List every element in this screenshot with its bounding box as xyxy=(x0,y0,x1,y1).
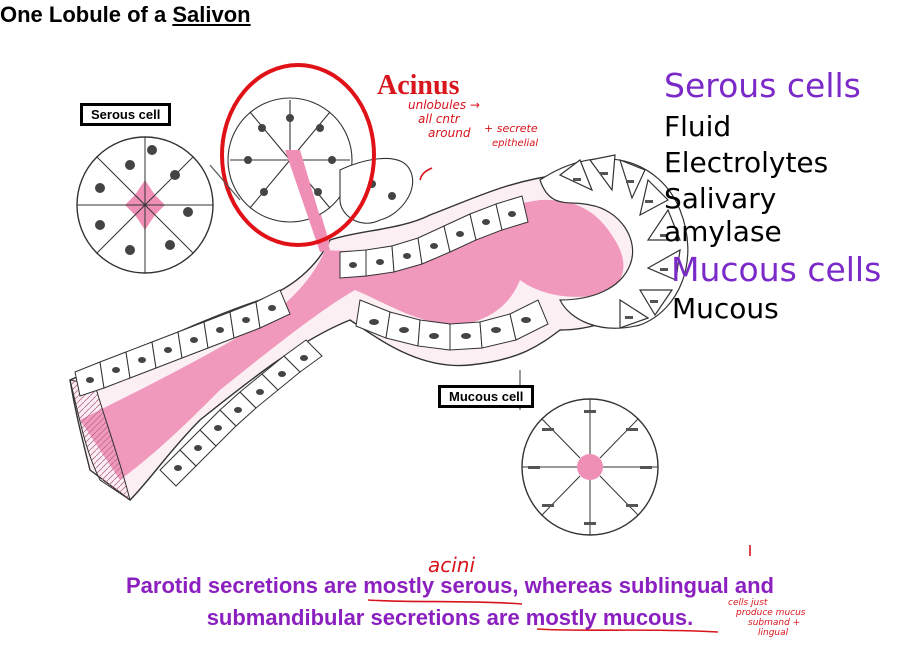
acinus-handnote-2: all cntr xyxy=(418,112,460,126)
bottom-line-1: Parotid secretions are mostly serous, wh… xyxy=(0,573,900,599)
serous-item-amylase: Salivary amylase xyxy=(664,182,900,248)
serous-heading: Serous cells xyxy=(664,66,861,105)
mucous-handnote-4: lingual xyxy=(758,628,788,638)
mucous-heading: Mucous cells xyxy=(671,250,881,289)
mucous-item: Mucous xyxy=(672,292,779,325)
serous-item-fluid: Fluid xyxy=(664,110,731,143)
mucous-handnote-3: submand + xyxy=(748,618,800,628)
acinus-handnote-1: unlobules → xyxy=(408,98,480,112)
serous-item-electrolytes: Electrolytes xyxy=(664,146,828,179)
mucous-cell-label: Mucous cell xyxy=(438,385,534,408)
mucous-handnote-2: produce mucus xyxy=(736,608,806,618)
mucous-cell-crosssection xyxy=(522,399,658,535)
serous-cell-crosssection xyxy=(77,137,213,273)
acinus-handnote-3: around xyxy=(428,126,470,140)
mucous-handnote-1: cells just xyxy=(728,598,767,608)
serous-cell-label: Serous cell xyxy=(80,103,171,126)
page-title: One Lobule of a Salivon xyxy=(0,2,251,28)
acinus-handnote-5: epithelial xyxy=(492,138,538,149)
acinus-handnote-4: + secrete xyxy=(484,122,538,135)
